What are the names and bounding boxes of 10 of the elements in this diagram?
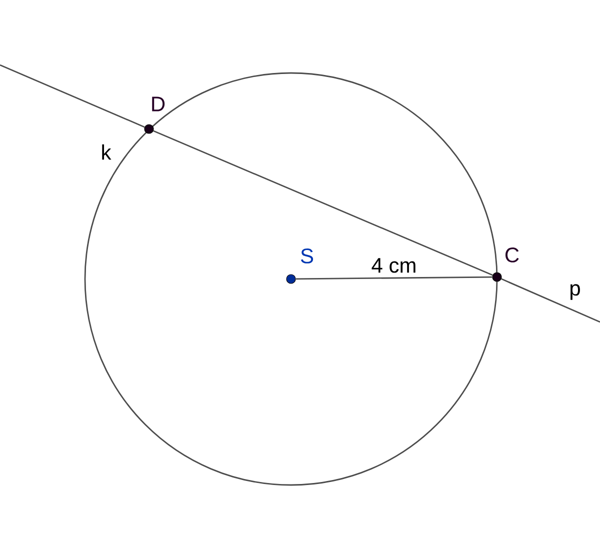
- circle-label: k: [102, 144, 112, 160]
- point-label: S: [300, 248, 314, 264]
- point-label: C: [505, 248, 519, 262]
- line: [296, 276, 492, 280]
- length-label: 4 cm: [372, 258, 416, 273]
- line: [0, 64, 145, 128]
- line: [153, 130, 493, 276]
- point-label: D: [152, 96, 165, 112]
- line: [501, 278, 600, 323]
- line-label: p: [570, 284, 580, 300]
